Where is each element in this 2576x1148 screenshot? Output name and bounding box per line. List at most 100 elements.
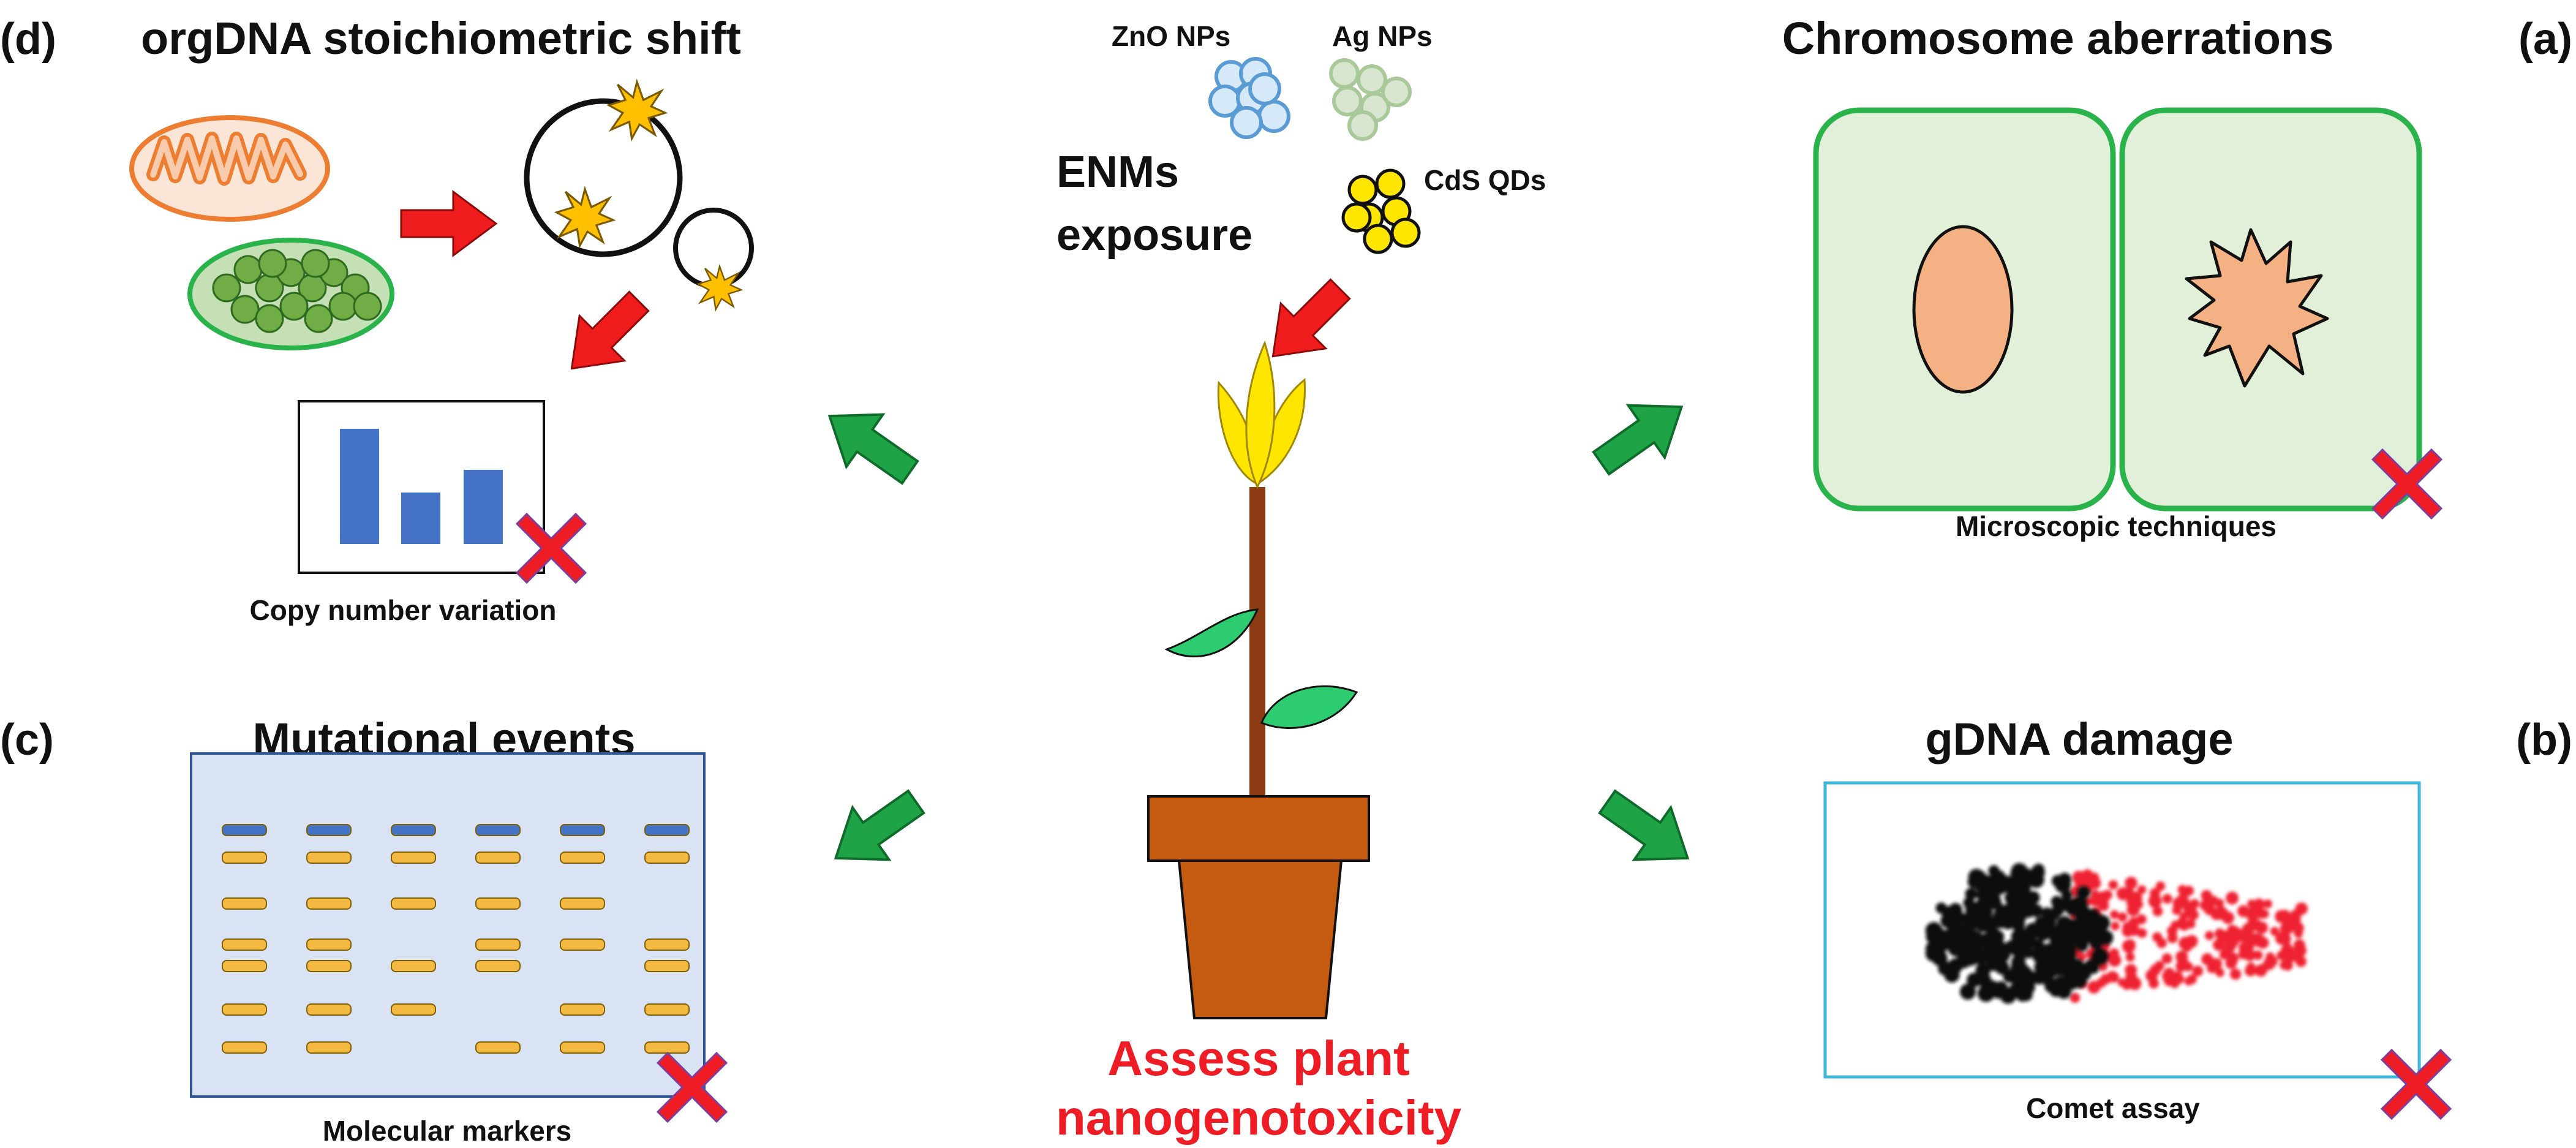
chloroplast-granum — [258, 249, 287, 278]
panel-letter-d: (d) — [0, 15, 56, 64]
gel-band — [391, 897, 436, 910]
gel-band — [391, 1003, 436, 1016]
comet-head-dot — [1985, 892, 2001, 908]
comet-tail-dot — [2128, 976, 2142, 991]
comet-tail-dot — [2150, 964, 2161, 976]
gel-band — [560, 852, 605, 864]
comet-tail-dot — [2125, 877, 2137, 889]
comet-head-dot — [2073, 904, 2091, 921]
center-label-line2: nanogenotoxicity — [1056, 1090, 1462, 1145]
flower-plant-icon — [1147, 340, 1370, 1019]
comet-tail-dot — [2202, 954, 2212, 965]
comet-head-dot — [1989, 932, 2002, 944]
comet-tail-dot — [2282, 960, 2293, 971]
green-arrow-icon-to-d — [810, 388, 930, 500]
comet-head-dot — [1977, 984, 1995, 1002]
gel-band — [475, 852, 521, 864]
comet-tail-dot — [2125, 939, 2136, 950]
comet-tail-dot — [2183, 962, 2193, 972]
np-label-ag: Ag NPs — [1332, 20, 1433, 52]
gel-band — [222, 1003, 267, 1016]
comet-head-dot — [2018, 882, 2031, 894]
comet-tail-dot — [2226, 893, 2237, 904]
comet-head-dot — [2020, 980, 2035, 995]
gel-band — [222, 897, 267, 910]
mitochondrion-icon — [129, 115, 330, 222]
comet-tail-dot — [2162, 894, 2172, 904]
ag-particle — [1332, 86, 1363, 116]
comet-head-dot — [2064, 948, 2076, 961]
comet-tail-dot — [2215, 899, 2224, 908]
bar-3 — [464, 470, 503, 544]
gel-band — [475, 824, 521, 836]
comet-tail-dot — [2267, 956, 2278, 967]
comet-tail-dot — [2204, 904, 2215, 915]
green-arrow-icon-to-c — [816, 774, 936, 886]
comet-head-dot — [2017, 867, 2033, 883]
chloroplast-granum — [255, 304, 284, 333]
comet-tail-dot — [2244, 943, 2254, 953]
comet-tail-dot — [2294, 929, 2303, 938]
comet-tail-dot — [2178, 896, 2190, 909]
comet-head-dot — [1940, 913, 1955, 928]
comet-icon — [1823, 781, 2421, 1079]
chloroplast-granum — [279, 292, 309, 321]
comet-tail-dot — [2190, 899, 2200, 909]
comet-head-dot — [1945, 964, 1959, 978]
comet-head-dot — [2013, 908, 2026, 921]
comet-tail-dot — [2117, 978, 2126, 987]
comet-head-dot — [2049, 925, 2061, 938]
comet-tail-dot — [2227, 924, 2237, 935]
np-label-cds: CdS QDs — [1424, 164, 1546, 196]
comet-tail-dot — [2179, 912, 2188, 921]
comet-head-dot — [2011, 955, 2025, 970]
gel-band — [222, 938, 267, 951]
comet-head-dot — [2041, 907, 2054, 920]
bar-1 — [340, 429, 379, 544]
chloroplast-granum — [301, 249, 330, 278]
comet-tail-dot — [2167, 932, 2178, 943]
comet-tail-dot — [2192, 965, 2204, 977]
enms-exposure-line2: exposure — [1056, 211, 1252, 260]
chloroplast-granum — [230, 295, 260, 324]
comet-tail-dot — [2214, 928, 2225, 939]
comet-tail-dot — [2137, 885, 2147, 894]
comet-tail-dot — [2245, 965, 2256, 976]
comet-head-dot — [2055, 877, 2071, 893]
comet-tail-dot — [2129, 891, 2143, 905]
ag-nanoparticles-icon — [1329, 58, 1412, 141]
plant-cell-normal — [1813, 107, 2116, 512]
comet-head-dot — [2040, 972, 2054, 986]
comet-head-dot — [1973, 950, 1989, 965]
comet-tail-dot — [2179, 920, 2190, 931]
comet-tail-dot — [2270, 927, 2280, 936]
comet-tail-dot — [2128, 924, 2140, 936]
panel-letter-c: (c) — [0, 716, 54, 765]
gel-band — [306, 897, 352, 910]
comet-head-dot — [2052, 935, 2065, 948]
panel-caption-a: Microscopic techniques — [1956, 510, 2277, 542]
gel-band — [560, 897, 605, 910]
comet-head-dot — [2094, 916, 2107, 930]
chloroplast-granum — [233, 255, 263, 284]
zno-particle — [1248, 72, 1281, 105]
center-label-line1: Assess plant — [1107, 1031, 1410, 1086]
comet-tail-dot — [2253, 950, 2263, 961]
comet-head-dot — [1974, 970, 1987, 983]
panel-caption-d: Copy number variation — [250, 594, 557, 626]
comet-tail-dot — [2156, 938, 2167, 948]
gel-band — [644, 938, 690, 951]
comet-head-dot — [1965, 933, 1977, 945]
comet-tail-dot — [2069, 992, 2081, 1003]
comet-head-dot — [2009, 984, 2021, 996]
gel-band — [560, 1003, 605, 1016]
green-arrow-icon-to-b — [1587, 774, 1708, 886]
comet-tail-dot — [2188, 909, 2199, 921]
comet-head-dot — [2068, 931, 2083, 946]
comet-tail-dot — [2111, 921, 2120, 931]
comet-tail-dot — [2126, 903, 2140, 916]
comet-head-dot — [1948, 903, 1963, 917]
gel-band — [644, 852, 690, 864]
comet-tail-dot — [2128, 917, 2140, 929]
comet-tail-dot — [2170, 978, 2180, 989]
